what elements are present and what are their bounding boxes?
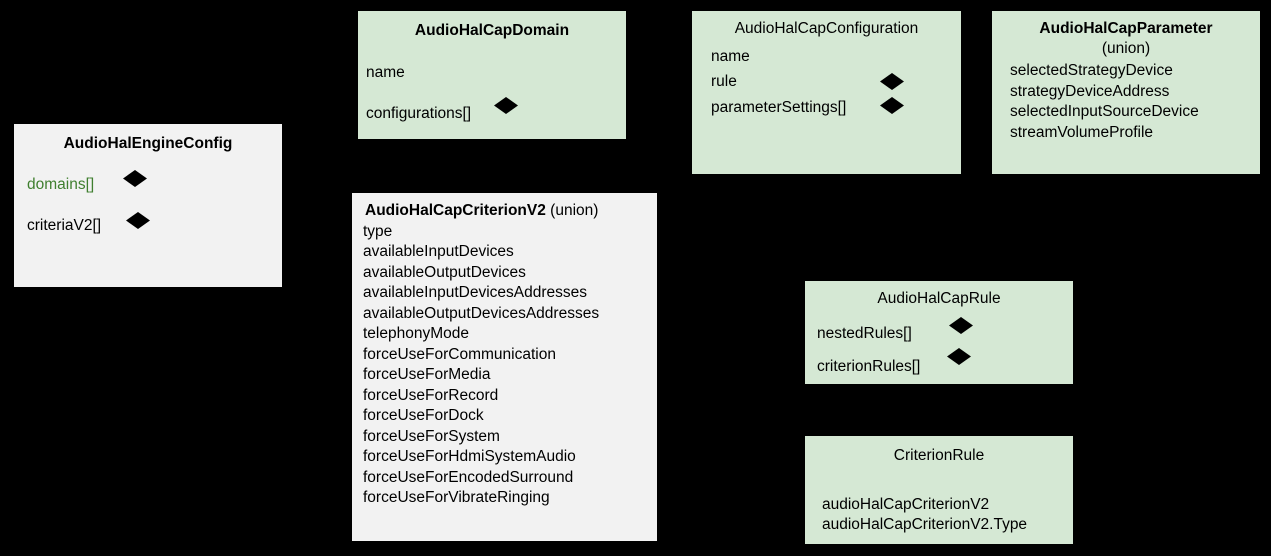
box-title-audio-hal-cap-configuration: AudioHalCapConfiguration bbox=[734, 20, 919, 37]
field-force-use-for-record: forceUseForRecord bbox=[363, 386, 499, 404]
box-audio-hal-cap-configuration[interactable]: AudioHalCapConfiguration name rule param… bbox=[691, 10, 962, 175]
aggregation-diamond-rule bbox=[880, 73, 904, 90]
aggregation-diamond-criteriav2 bbox=[126, 212, 150, 229]
field-config-rule: rule bbox=[711, 73, 737, 90]
field-audio-hal-cap-criterion-v2-type: audioHalCapCriterionV2.Type bbox=[822, 516, 1028, 533]
field-parameter-settings: parameterSettings[] bbox=[711, 98, 847, 116]
field-config-name: name bbox=[711, 47, 750, 65]
field-selected-input-source-device: selectedInputSourceDevice bbox=[1010, 103, 1199, 120]
box-title-suffix: (union) bbox=[545, 202, 599, 219]
field-available-input-devices-addresses: availableInputDevicesAddresses bbox=[363, 284, 588, 301]
field-force-use-for-dock: forceUseForDock bbox=[363, 407, 484, 424]
field-configurations: configurations[] bbox=[366, 105, 472, 122]
field-selected-strategy-device: selectedStrategyDevice bbox=[1010, 62, 1173, 79]
box-audio-hal-cap-domain[interactable]: AudioHalCapDomain name configurations[] bbox=[357, 10, 627, 140]
field-strategy-device-address: strategyDeviceAddress bbox=[1010, 82, 1170, 100]
field-type: type bbox=[363, 222, 393, 240]
field-stream-volume-profile: streamVolumeProfile bbox=[1010, 123, 1154, 141]
field-force-use-for-communication: forceUseForCommunication bbox=[363, 345, 556, 363]
field-force-use-for-vibrate-ringing: forceUseForVibrateRinging bbox=[363, 489, 550, 506]
box-audio-hal-cap-criterion-v2[interactable]: AudioHalCapCriterionV2 (union) type avai… bbox=[351, 192, 658, 542]
field-available-input-devices: availableInputDevices bbox=[363, 243, 514, 260]
aggregation-diamond-nestedrules bbox=[949, 317, 973, 334]
box-audio-hal-cap-parameter[interactable]: AudioHalCapParameter (union) selectedStr… bbox=[991, 10, 1261, 175]
field-telephony-mode: telephonyMode bbox=[363, 325, 469, 342]
aggregation-diamond-criterionrules bbox=[947, 348, 971, 365]
box-criterion-rule[interactable]: CriterionRule audioHalCapCriterionV2 aud… bbox=[804, 435, 1074, 545]
field-available-output-devices: availableOutputDevices bbox=[363, 263, 526, 281]
box-title-audio-hal-cap-criterion-v2: AudioHalCapCriterionV2 (union) bbox=[365, 203, 657, 219]
box-title-criterion-rule: CriterionRule bbox=[893, 447, 985, 464]
field-audio-hal-cap-criterion-v2: audioHalCapCriterionV2 bbox=[822, 495, 990, 513]
box-title-audio-hal-engine-config: AudioHalEngineConfig bbox=[63, 135, 233, 152]
aggregation-diamond-configurations bbox=[494, 97, 518, 114]
field-force-use-for-hdmi-system-audio: forceUseForHdmiSystemAudio bbox=[363, 448, 576, 465]
box-subtitle-audio-hal-cap-parameter: (union) bbox=[1101, 39, 1151, 57]
field-nested-rules: nestedRules[] bbox=[817, 324, 912, 342]
box-audio-hal-cap-rule[interactable]: AudioHalCapRule nestedRules[] criterionR… bbox=[804, 280, 1074, 385]
field-available-output-devices-addresses: availableOutputDevicesAddresses bbox=[363, 304, 600, 322]
box-title-audio-hal-cap-rule: AudioHalCapRule bbox=[877, 290, 1001, 307]
field-criterion-rules: criterionRules[] bbox=[817, 358, 921, 375]
box-title-text: AudioHalCapCriterionV2 bbox=[365, 202, 546, 219]
field-force-use-for-encoded-surround: forceUseForEncodedSurround bbox=[363, 468, 574, 486]
field-force-use-for-media: forceUseForMedia bbox=[363, 366, 491, 383]
aggregation-diamond-domains bbox=[123, 170, 147, 187]
aggregation-diamond-parametersettings bbox=[880, 97, 904, 114]
field-criteriav2: criteriaV2[] bbox=[27, 217, 102, 234]
field-domains: domains[] bbox=[27, 175, 95, 193]
field-name: name bbox=[366, 63, 405, 81]
field-force-use-for-system: forceUseForSystem bbox=[363, 427, 500, 445]
box-title-audio-hal-cap-domain: AudioHalCapDomain bbox=[414, 22, 570, 39]
box-audio-hal-engine-config[interactable]: AudioHalEngineConfig domains[] criteriaV… bbox=[13, 123, 283, 288]
box-title-audio-hal-cap-parameter: AudioHalCapParameter bbox=[1039, 20, 1213, 37]
